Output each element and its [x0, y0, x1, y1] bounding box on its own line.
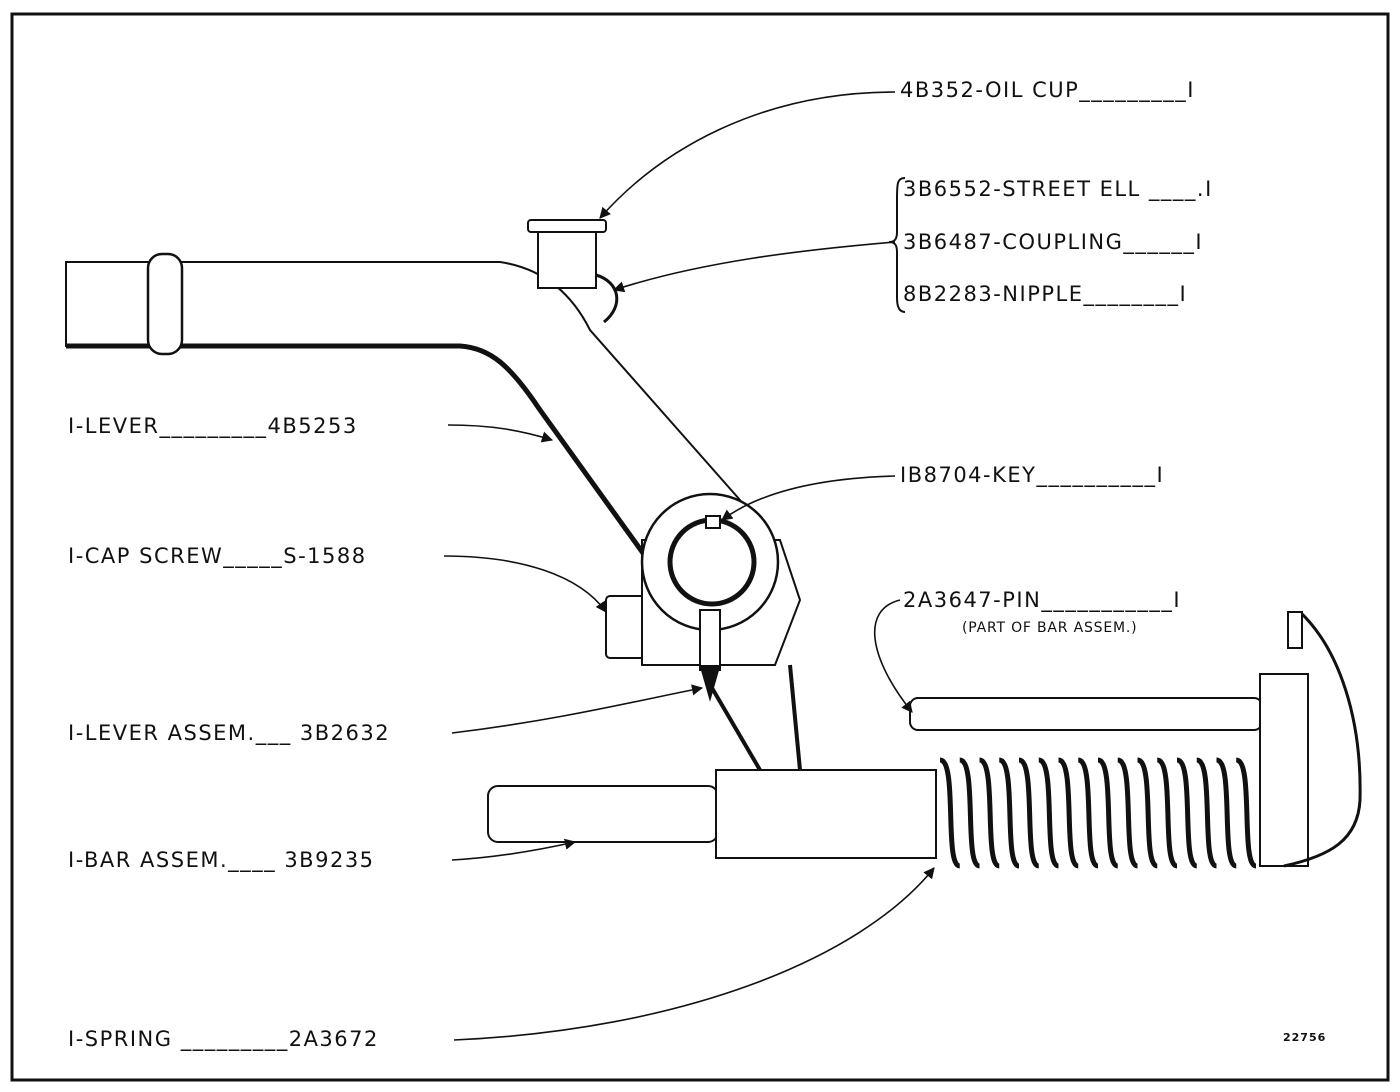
label-pin: 2A3647-PIN___________I — [903, 588, 1182, 612]
spring-coil — [1175, 757, 1199, 869]
lever-hub — [605, 492, 802, 772]
label-coupling: 3B6487-COUPLING______I — [903, 230, 1204, 254]
leader-lines — [443, 91, 935, 1041]
spring-coil — [938, 757, 962, 869]
spring-coil — [1017, 757, 1041, 869]
label-lever: I-LEVER_________4B5253 — [68, 414, 358, 438]
shaft-bore — [667, 517, 757, 607]
label-nipple: 8B2283-NIPPLE________I — [903, 282, 1188, 306]
leader-fittings — [612, 241, 896, 293]
leader-bar-assem — [451, 838, 577, 861]
leader-oil-cup — [599, 91, 896, 219]
bar-shaft — [487, 785, 719, 843]
spring-coil — [998, 757, 1021, 869]
spring — [938, 757, 1258, 869]
leader-key — [721, 475, 896, 521]
leader-pin — [873, 599, 913, 713]
bar-end-plate — [1259, 673, 1309, 867]
label-key: IB8704-KEY__________I — [900, 463, 1165, 487]
label-street-ell: 3B6552-STREET ELL ____.I — [903, 177, 1213, 201]
spring-coil — [1096, 757, 1120, 869]
lever-arm — [65, 252, 742, 562]
label-bar-assem: I-BAR ASSEM.____ 3B9235 — [68, 848, 375, 872]
spring-coil — [1156, 757, 1179, 869]
figure-number: 22756 — [1283, 1031, 1327, 1044]
bar-assembly — [487, 610, 1362, 868]
leader-spring — [453, 867, 935, 1041]
diagram-border — [10, 12, 1390, 1082]
spring-coil — [978, 757, 1001, 869]
leader-cap-screw — [443, 555, 607, 613]
label-pin-note: (PART OF BAR ASSEM.) — [962, 620, 1138, 636]
oil-cup-cap — [527, 219, 607, 233]
fittings-bracket — [888, 177, 906, 313]
leader-lever — [447, 424, 554, 443]
cap-screw-head — [605, 595, 647, 659]
label-lever-assem: I-LEVER ASSEM.___ 3B2632 — [68, 721, 391, 745]
spring-coil — [1136, 757, 1159, 869]
spring-coil — [1235, 757, 1258, 869]
spring-coil — [1195, 757, 1218, 869]
leader-lever-assem — [451, 684, 704, 734]
pin-rod — [909, 697, 1263, 731]
spring-coil — [1116, 757, 1139, 869]
key-slot — [705, 515, 721, 529]
spring-coil — [1077, 757, 1100, 869]
spring-coil — [1037, 757, 1060, 869]
spring-coil — [1057, 757, 1080, 869]
spring-coil — [1215, 757, 1238, 869]
label-oil-cup: 4B352-OIL CUP_________I — [900, 78, 1196, 102]
label-cap-screw: I-CAP SCREW_____S-1588 — [68, 544, 367, 568]
spring-coil — [958, 757, 981, 869]
lever-collar — [146, 252, 184, 356]
oil-cup-assembly — [527, 219, 619, 324]
bar-body — [715, 769, 937, 859]
label-spring: I-SPRING _________2A3672 — [68, 1027, 379, 1051]
